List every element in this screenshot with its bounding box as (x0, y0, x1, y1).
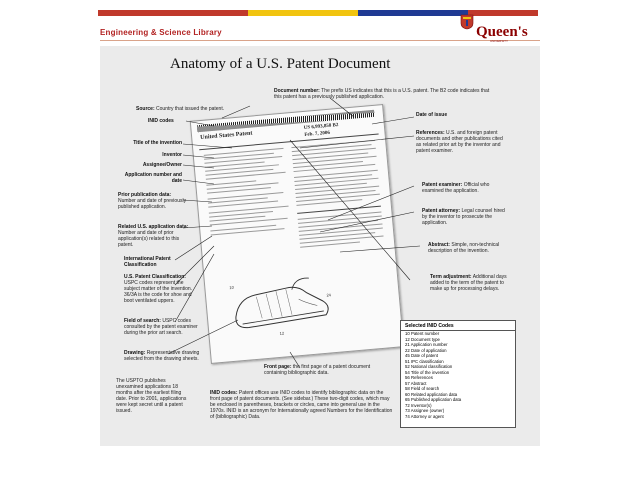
annotation-intl-classification: International Patent Classification (124, 256, 190, 268)
term: International Patent Classification (124, 256, 171, 268)
annotation-source: Source: Country that issued the patent. (136, 106, 286, 112)
annotation-field-of-search: Field of search: USPC codes consulted by… (124, 318, 206, 336)
annotation-uspto-note: The USPTO publishes unexamined applicati… (116, 378, 190, 414)
annotation-related-application: Related U.S. application data: Number an… (118, 224, 190, 248)
annotation-us-classification: U.S. Patent Classification: USPC codes r… (124, 274, 196, 304)
desc: Number and date of previously published … (118, 198, 186, 210)
term: INID codes (148, 118, 174, 124)
term: Source: (136, 106, 155, 112)
annotation-prior-publication: Prior publication data: Number and date … (118, 192, 190, 210)
annotation-inventor: Inventor (100, 152, 182, 158)
desc: Patent offices use INID codes to identif… (210, 390, 392, 420)
term: Application number and date (125, 172, 182, 184)
annotation-references: References: U.S. and foreign patent docu… (416, 130, 504, 154)
annotation-abstract: Abstract: Simple, non-technical descript… (428, 242, 510, 254)
annotation-document-number: Document number: The prefix US indicates… (274, 88, 496, 100)
inid-row: 74 Attorney or agent (401, 414, 515, 420)
term: Date of issue (416, 112, 447, 118)
annotation-patent-examiner: Patent examiner: Official who examined t… (422, 182, 508, 194)
desc: Number and date of prior application(s) … (118, 230, 179, 248)
annotation-assignee: Assignee/Owner (100, 162, 182, 168)
inid-codes-table: Selected INID Codes 10 Patent number12 D… (400, 320, 516, 428)
term: Title of the invention (133, 140, 182, 146)
term: Inventor (162, 152, 182, 158)
term: Assignee/Owner (143, 162, 182, 168)
annotation-application: Application number and date (120, 172, 182, 184)
annotation-term-adjustment: Term adjustment: Additional days added t… (430, 274, 512, 292)
desc: The USPTO publishes unexamined applicati… (116, 378, 186, 414)
desc: USPC codes represent the subject matter … (124, 280, 192, 304)
annotation-inid-note: INID codes: Patent offices use INID code… (210, 390, 394, 420)
desc: Country that issued the patent. (156, 106, 224, 112)
annotation-drawing: Drawing: Representative drawing selected… (124, 350, 208, 362)
inid-table-title: Selected INID Codes (401, 321, 515, 331)
inid-table-rows: 10 Patent number12 Document type21 Appli… (401, 331, 515, 419)
annotation-title-of-invention: Title of the invention (100, 140, 182, 146)
annotation-front-page: Front page: the first page of a patent d… (264, 364, 386, 376)
annotation-date-of-issue: Date of issue (416, 112, 447, 118)
annotation-patent-attorney: Patent attorney: Legal counsel hired by … (422, 208, 508, 226)
annotation-inid-codes: INID codes (148, 118, 174, 124)
